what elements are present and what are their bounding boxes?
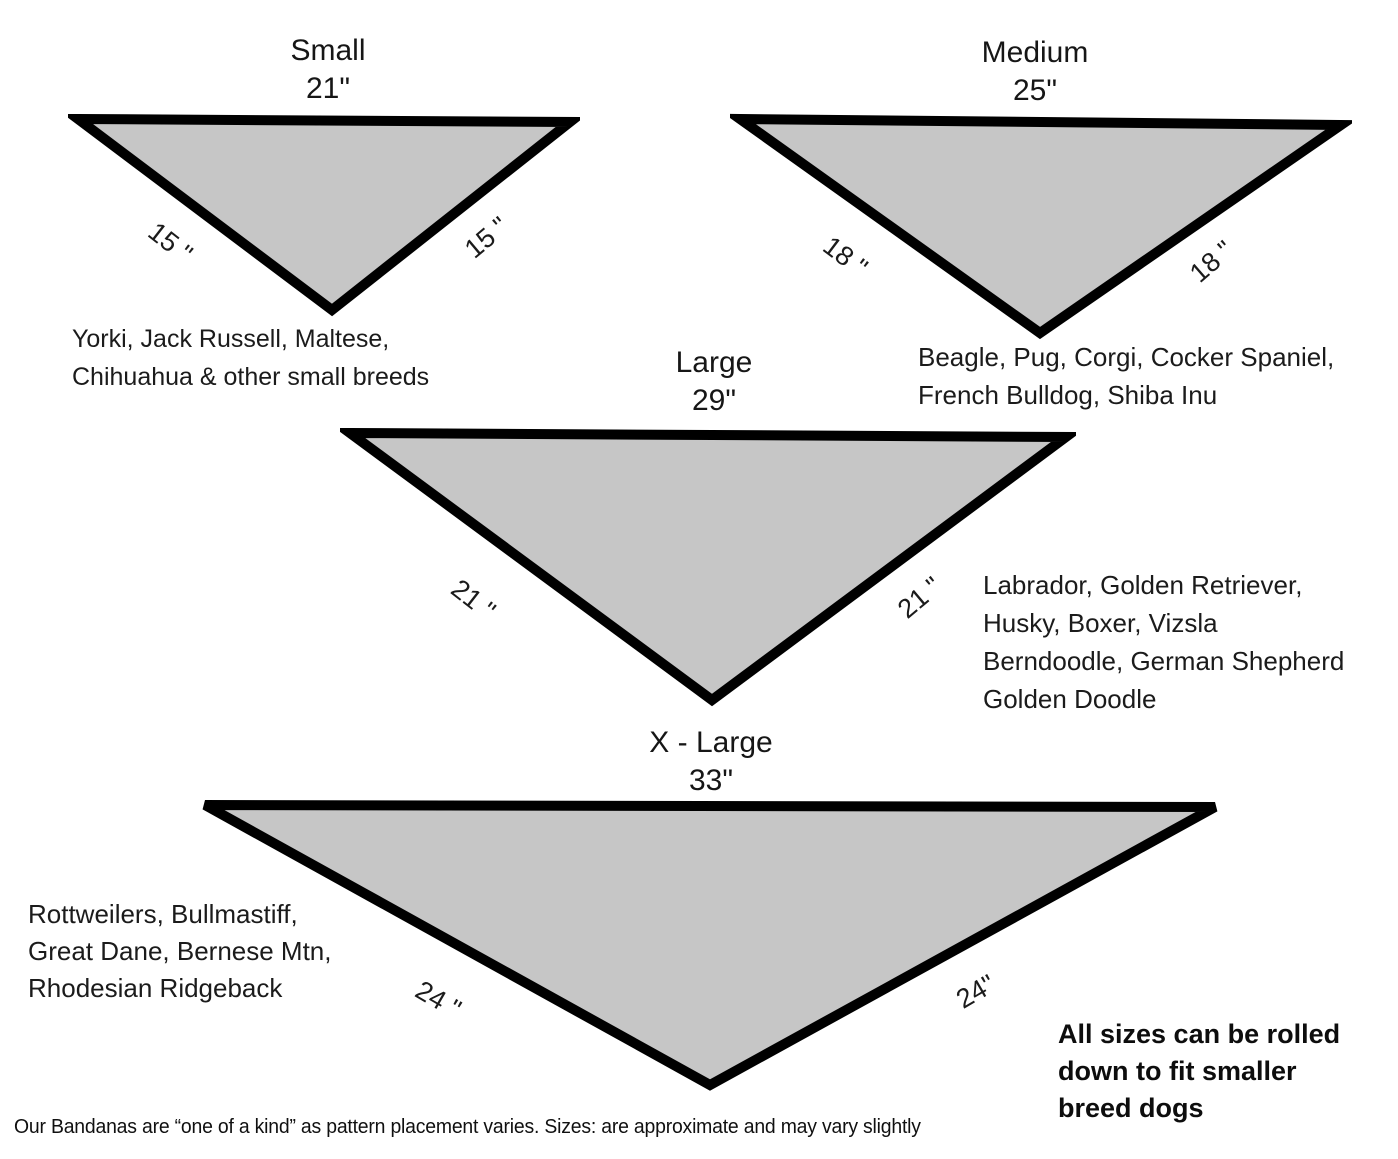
rolled-down-note-line-1: All sizes can be rolled xyxy=(1058,1019,1341,1049)
large-breeds-line-4: Golden Doodle xyxy=(983,684,1157,714)
size-name-large: Large xyxy=(675,346,753,379)
large-breeds-line-2: Husky, Boxer, Vizsla xyxy=(983,608,1218,638)
rolled-down-note: All sizes can be rolled down to fit smal… xyxy=(1058,1016,1340,1127)
x-large-bandana-triangle xyxy=(202,800,1218,1091)
rolled-down-note-line-2: down to fit smaller xyxy=(1058,1056,1297,1086)
size-neck-width-medium: 25" xyxy=(1012,74,1058,107)
size-name-small: Small xyxy=(290,34,366,67)
small-breeds-line-1: Yorki, Jack Russell, Maltese, xyxy=(72,325,390,353)
size-neck-width-small: 21" xyxy=(305,72,351,105)
small-bandana-triangle xyxy=(68,113,580,317)
x-large-breeds-line-3: Rhodesian Ridgeback xyxy=(28,973,283,1003)
size-title-large: Large 29" xyxy=(564,344,864,420)
size-name-x-large: X - Large xyxy=(649,726,773,759)
medium-bandana-triangle xyxy=(730,113,1352,340)
x-large-breeds-line-2: Great Dane, Bernese Mtn, xyxy=(28,936,332,966)
small-breeds-list: Yorki, Jack Russell, Maltese, Chihuahua … xyxy=(72,320,429,396)
large-bandana-triangle xyxy=(340,427,1076,707)
pattern-disclaimer: Our Bandanas are “one of a kind” as patt… xyxy=(14,1116,921,1138)
size-neck-width-large: 29" xyxy=(691,384,737,417)
size-name-medium: Medium xyxy=(981,36,1089,69)
large-breeds-line-3: Berndoodle, German Shepherd xyxy=(983,646,1345,676)
size-neck-width-x-large: 33" xyxy=(688,764,734,797)
x-large-breeds-list: Rottweilers, Bullmastiff, Great Dane, Be… xyxy=(28,896,331,1007)
small-breeds-line-2: Chihuahua & other small breeds xyxy=(72,363,430,391)
size-title-medium: Medium 25" xyxy=(885,34,1185,110)
medium-breeds-line-2: French Bulldog, Shiba Inu xyxy=(918,380,1218,410)
medium-breeds-list: Beagle, Pug, Corgi, Cocker Spaniel, Fren… xyxy=(918,338,1334,414)
x-large-breeds-line-1: Rottweilers, Bullmastiff, xyxy=(28,899,298,929)
rolled-down-note-line-3: breed dogs xyxy=(1058,1093,1204,1123)
medium-breeds-line-1: Beagle, Pug, Corgi, Cocker Spaniel, xyxy=(918,342,1335,372)
large-breeds-line-1: Labrador, Golden Retriever, xyxy=(983,570,1303,600)
large-breeds-list: Labrador, Golden Retriever, Husky, Boxer… xyxy=(983,566,1344,718)
size-title-small: Small 21" xyxy=(178,32,478,108)
size-title-x-large: X - Large 33" xyxy=(561,724,861,800)
